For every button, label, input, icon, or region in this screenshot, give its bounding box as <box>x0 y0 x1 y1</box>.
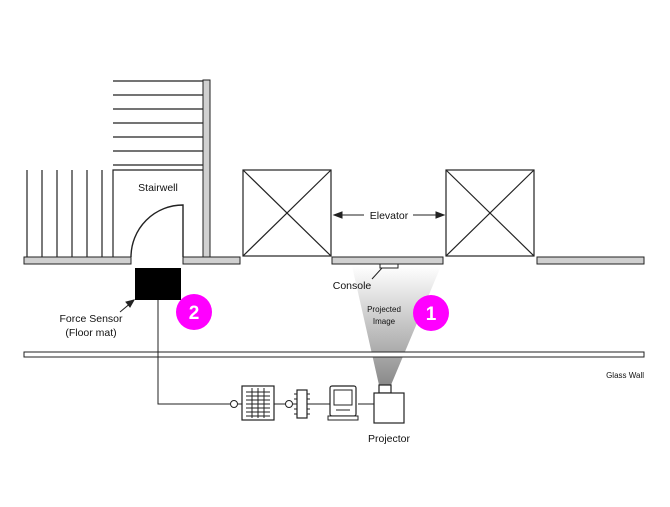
console-leader <box>371 267 383 280</box>
stairwell-room <box>112 169 203 257</box>
elevator-arrow <box>332 211 446 219</box>
stairwell-wall <box>202 79 211 259</box>
force-sensor-mat <box>135 268 181 300</box>
lower-stair-steps <box>26 170 103 257</box>
elevator-shaft-right <box>445 169 535 257</box>
console-label: Console <box>333 280 372 292</box>
hardware-chain <box>230 384 405 424</box>
marker-1-label: 1 <box>426 304 437 325</box>
stairwell-label: Stairwell <box>138 182 178 194</box>
elevator-label: Elevator <box>370 210 409 222</box>
console <box>379 263 399 269</box>
floor-wall <box>23 256 645 265</box>
marker-1-circle <box>413 295 449 331</box>
elevator-shaft-left <box>242 169 332 257</box>
force-sensor-label-line1: Force Sensor <box>59 313 123 325</box>
projected-image-label-line2: Image <box>373 317 396 326</box>
marker-2: 2 <box>176 294 212 330</box>
marker-2-label: 2 <box>189 303 200 324</box>
sensor-cable <box>157 300 230 405</box>
marker-2-circle <box>176 294 212 330</box>
marker-1: 1 <box>413 295 449 331</box>
chip-icon <box>294 389 310 419</box>
computer-icon <box>327 385 359 421</box>
stairwell-door <box>130 204 184 258</box>
upper-stair-steps <box>113 80 203 166</box>
interface-box-icon <box>241 385 275 421</box>
glass-wall-label: Glass Wall <box>606 371 644 380</box>
force-sensor-label-line2: (Floor mat) <box>65 327 116 339</box>
glass-wall <box>23 351 645 358</box>
projected-image-label-line1: Projected <box>367 305 401 314</box>
force-sensor-arrow <box>119 299 136 313</box>
projector-icon <box>373 384 405 424</box>
projector-label: Projector <box>368 433 411 445</box>
